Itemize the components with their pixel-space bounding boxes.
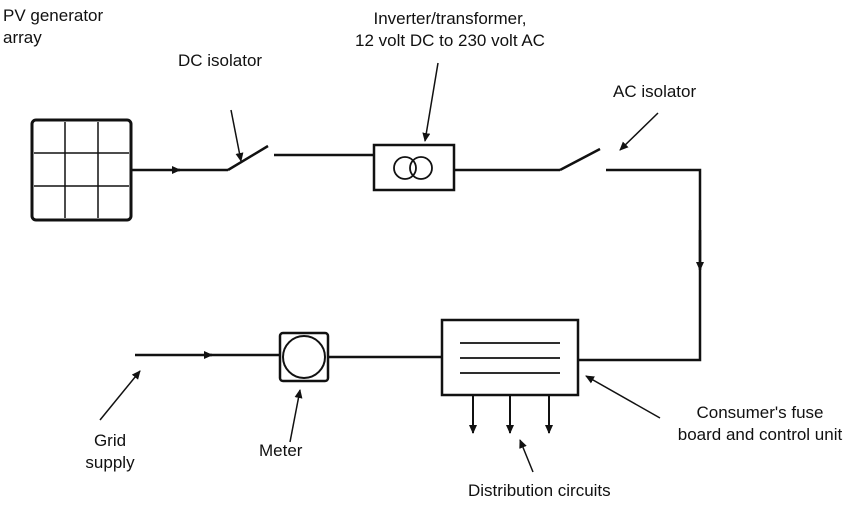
fuse-board-icon — [442, 320, 578, 395]
grid-supply-label-line1: Grid — [93, 431, 127, 450]
dc-isolator-pointer — [231, 110, 244, 162]
dc-isolator-switch — [228, 146, 268, 170]
grid-supply-label-line2: supply — [85, 453, 135, 472]
meter-pointer — [290, 389, 303, 442]
dc-isolator-label: DC isolator — [178, 51, 263, 70]
inverter-pointer — [422, 63, 438, 142]
pv-array-label: PV generator array — [3, 5, 103, 49]
grid-supply-label: Grid supply — [70, 430, 150, 474]
ac-isolator-label: AC isolator — [613, 82, 697, 101]
meter-label: Meter — [259, 441, 303, 460]
meter-icon — [280, 333, 328, 381]
ac-isolator-switch — [560, 149, 600, 170]
inverter-label: Inverter/transformer, 12 volt DC to 230 … — [330, 8, 570, 52]
grid-supply-pointer — [100, 370, 141, 420]
inverter-transformer-icon — [374, 145, 454, 190]
pv-array-label-line2: array — [3, 28, 42, 47]
fuse-board-label: Consumer's fuse board and control unit — [660, 402, 860, 446]
inverter-label-line1: Inverter/transformer, — [373, 9, 527, 28]
ac-isolator-pointer — [619, 113, 658, 151]
inverter-label-line2: 12 volt DC to 230 volt AC — [355, 31, 545, 50]
distribution-label: Distribution circuits — [468, 481, 611, 500]
fuse-board-label-line1: Consumer's fuse — [696, 403, 824, 422]
fuse-board-pointer — [585, 376, 660, 418]
distribution-pointer — [519, 439, 533, 472]
ac-line-to-fuse-board — [578, 170, 700, 360]
pv-array-icon — [32, 120, 131, 220]
fuse-board-label-line2: board and control unit — [677, 425, 843, 444]
pv-array-label-line1: PV generator — [3, 6, 104, 25]
